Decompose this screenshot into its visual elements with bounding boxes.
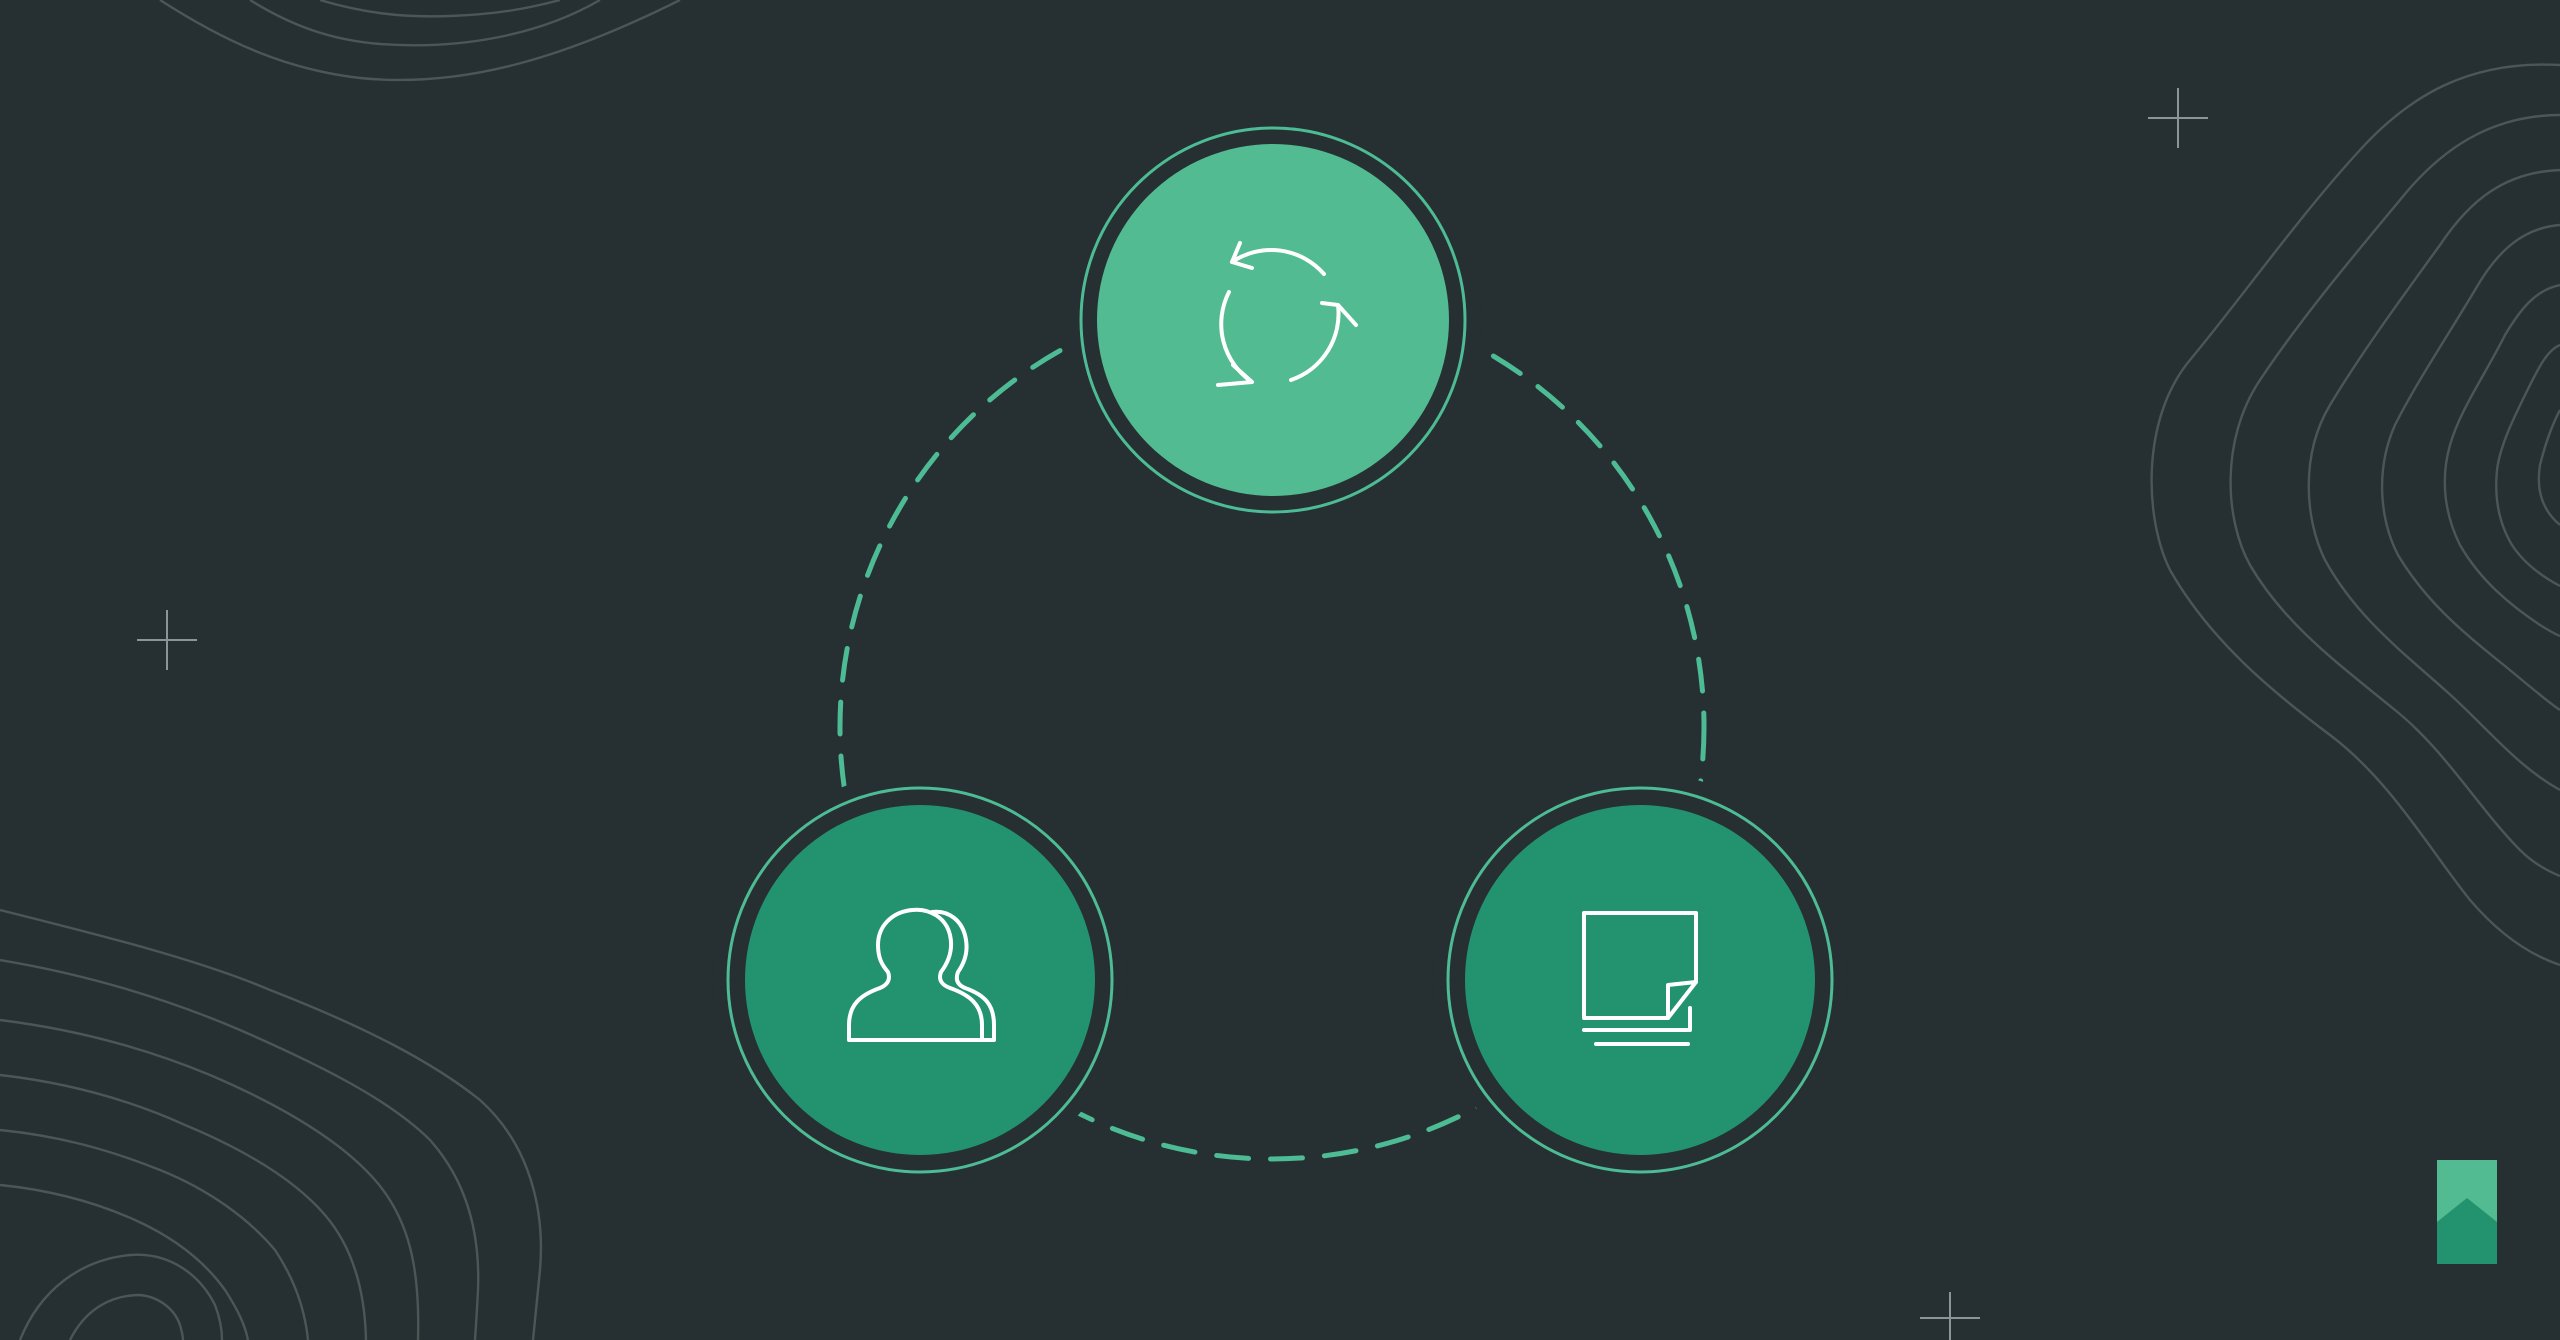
note-document-icon — [1582, 911, 1698, 1046]
cycle-node-sync — [1065, 112, 1481, 528]
cycle-node-document — [1432, 772, 1848, 1188]
users-group-icon — [847, 907, 996, 1042]
refresh-cycle-icon — [1216, 241, 1358, 387]
dashed-cycle-connector — [837, 292, 1707, 1162]
bookmark-logo-icon — [2437, 1160, 2497, 1264]
crosshair-top-right — [2148, 88, 2208, 148]
crosshair-bottom — [1920, 1292, 1980, 1340]
crosshair-left — [137, 610, 197, 670]
cycle-node-people — [712, 772, 1128, 1188]
topographic-lines-top-left — [159, 0, 681, 82]
topographic-lines-right — [2150, 63, 2560, 967]
topographic-lines-bottom-left — [0, 908, 543, 1340]
